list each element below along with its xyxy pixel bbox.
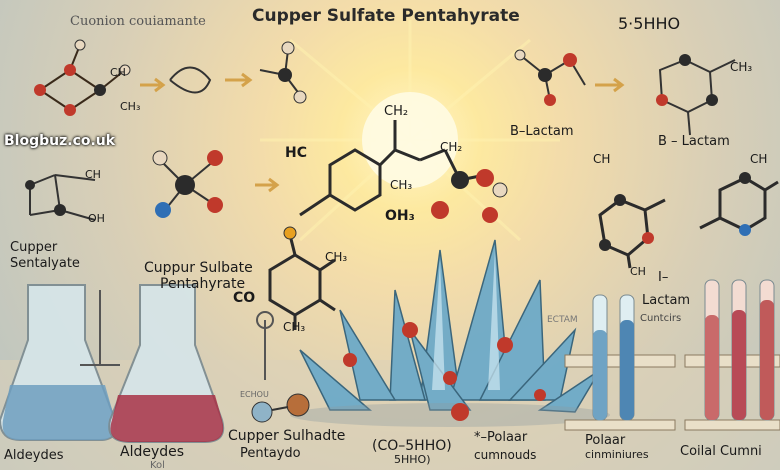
label-ch-d: CH (630, 265, 646, 278)
label-co-left: CO (233, 290, 256, 306)
label-cuntcirs: Cuntcirs (640, 313, 682, 324)
test-tube-rack-2 (684, 279, 780, 431)
label-oh3: OH₃ (385, 208, 415, 224)
label-formula-bottom: (CO–5HHO) (372, 438, 452, 454)
label-ch3-right-top: CH₃ (730, 60, 753, 74)
crystal-highlights (432, 250, 500, 390)
label-ch-right: CH (593, 152, 611, 166)
label-cupper-sulhadte: Cupper Sulhadte (228, 428, 346, 444)
label-ch-a: CH (110, 66, 126, 79)
label-ch3-mid: CH₃ (390, 178, 413, 192)
molecule-ring-right-1 (598, 198, 666, 269)
test-tube-rack-1 (564, 294, 676, 431)
crystal-shadow (290, 403, 610, 427)
label-cuppur-sulbate: Cuppur Sulbate (144, 260, 253, 276)
top-right-formula: 5·5HHO (618, 14, 681, 33)
page-title: Cupper Sulfate Pentahyrate (252, 6, 520, 26)
ring-stand (80, 290, 274, 380)
atom-ball (251, 401, 273, 423)
label-polaar-2: Polaar (585, 433, 626, 448)
label-ectam: ECTAM (547, 315, 578, 325)
label-oh-a: OH (88, 212, 105, 225)
label-ch2-top: CH₂ (384, 104, 409, 119)
atoms-top-left (34, 39, 131, 116)
sun (362, 92, 458, 188)
label-hc: HC (285, 145, 307, 161)
label-cupper: Cupper (10, 240, 58, 255)
label-ch3-left: CH₃ (325, 250, 348, 264)
label-echou: ECHOU (240, 390, 269, 399)
label-cumnouds: cumnouds (474, 448, 537, 462)
label-ch2-small: CH₂ (440, 140, 463, 154)
label-cinminiures: cinminiures (585, 448, 649, 461)
label-kol: Kol (150, 460, 165, 470)
label-pentaydo: Pentaydo (240, 446, 301, 461)
label-sentalyate: Sentalyate (10, 256, 80, 271)
label-ch-c: CH (85, 168, 101, 181)
label-ch3-right-mid: CH (750, 152, 768, 166)
label-pentahyrate: Pentahyrate (160, 276, 246, 292)
label-i-lactam-2: Lactam (642, 293, 691, 308)
watermark: Blogbuz.co.uk (4, 133, 116, 149)
top-left-caption: Cuonion couiamante (70, 14, 206, 29)
flask-left (0, 284, 117, 441)
molecule-ring-right-2 (699, 176, 779, 232)
label-polaar-1: *–Polaar (474, 430, 528, 445)
flask-middle (108, 284, 225, 443)
label-b-lactam-2: B – Lactam (658, 134, 730, 149)
label-aldeydes-1: Aldeydes (4, 448, 64, 463)
crystal-cluster (299, 239, 601, 413)
molecule-ring-left (268, 234, 336, 330)
label-ch3-ring: CH₃ (283, 320, 306, 334)
label-formula-bottom-2: 5HHO) (394, 453, 431, 466)
label-i-lactam-1: I– (658, 270, 669, 285)
label-aldeydes-2: Aldeydes (120, 444, 185, 460)
label-coilal-cumni: Coilal Cumni (680, 444, 762, 459)
oxygen-atom (431, 201, 449, 219)
label-ch-b: CH₃ (120, 100, 141, 113)
label-b-lactam-1: B–Lactam (510, 124, 574, 139)
molecule-top-right-2 (658, 58, 736, 136)
